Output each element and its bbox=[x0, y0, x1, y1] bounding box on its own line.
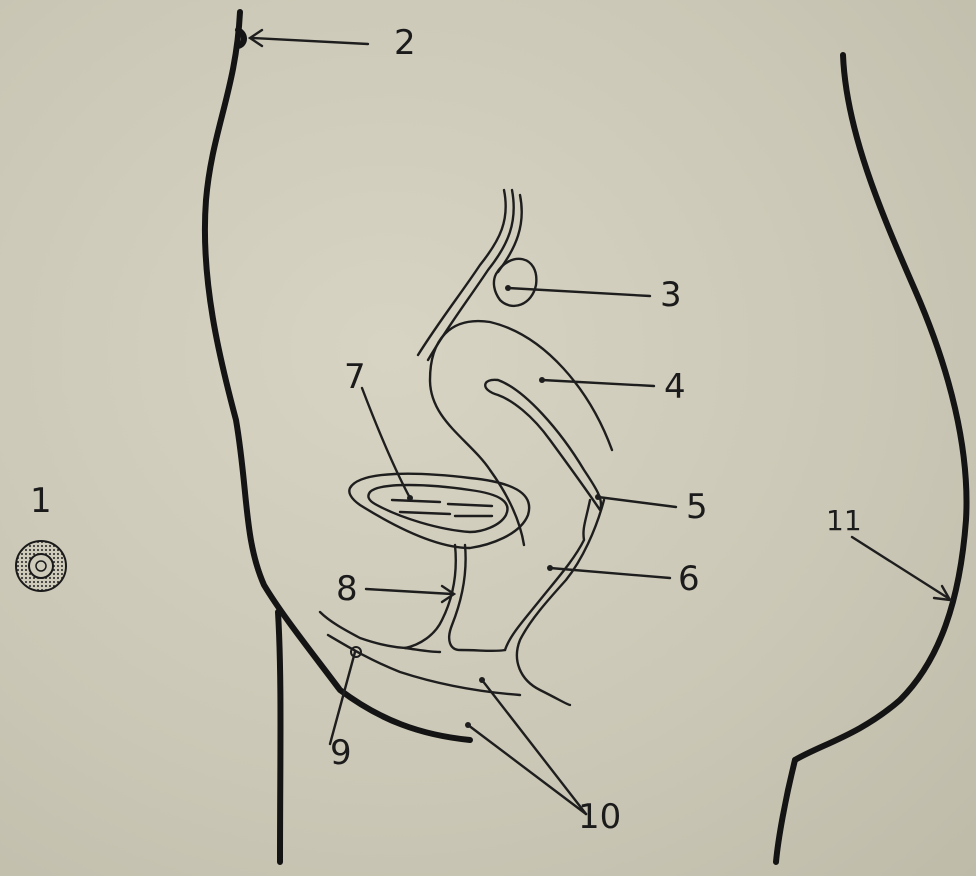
perineum-line-2 bbox=[328, 635, 520, 695]
label-3: 3 bbox=[660, 275, 682, 315]
uterus-outline bbox=[430, 321, 612, 545]
leader-10b-dot bbox=[465, 722, 471, 728]
bladder-inner bbox=[368, 485, 507, 532]
leader-4 bbox=[542, 380, 654, 386]
perineum-line-3 bbox=[405, 648, 440, 652]
urethra-right bbox=[449, 545, 505, 651]
ovary bbox=[494, 259, 536, 306]
bladder-dash-2 bbox=[448, 504, 492, 506]
vaginal-canal-posterior bbox=[517, 500, 604, 705]
bladder-dash-1 bbox=[392, 500, 440, 502]
leader-5-dot bbox=[595, 494, 601, 500]
leader-3 bbox=[508, 288, 650, 296]
leg-outline-left bbox=[278, 612, 281, 862]
label-1: 1 bbox=[30, 481, 52, 521]
front-outline bbox=[795, 55, 967, 760]
label-10: 10 bbox=[578, 797, 621, 837]
bladder-dash-3 bbox=[400, 512, 450, 514]
leader-10a-dot bbox=[479, 677, 485, 683]
label-5: 5 bbox=[686, 487, 708, 527]
label-7: 7 bbox=[344, 357, 366, 397]
label-6: 6 bbox=[678, 559, 700, 599]
leader-2 bbox=[252, 38, 368, 44]
leader-4-dot bbox=[539, 377, 545, 383]
perineum-line-1 bbox=[320, 612, 410, 648]
tube-inner bbox=[428, 190, 514, 360]
leader-8 bbox=[366, 589, 452, 594]
label-9: 9 bbox=[330, 733, 352, 773]
bladder-outer bbox=[349, 474, 529, 548]
leader-11 bbox=[852, 537, 948, 598]
leader-3-dot bbox=[505, 285, 511, 291]
label-8: 8 bbox=[336, 569, 358, 609]
label-4: 4 bbox=[664, 367, 686, 407]
label-2: 2 bbox=[394, 23, 416, 63]
label-11: 11 bbox=[826, 504, 862, 537]
leg-outline-right bbox=[776, 760, 795, 862]
leader-5 bbox=[598, 497, 676, 507]
leader-7 bbox=[362, 388, 410, 498]
tube-outer bbox=[418, 190, 506, 355]
leader-7-dot bbox=[407, 495, 413, 501]
hemorrhoid-symbol bbox=[16, 541, 66, 591]
leader-6-dot bbox=[547, 565, 553, 571]
